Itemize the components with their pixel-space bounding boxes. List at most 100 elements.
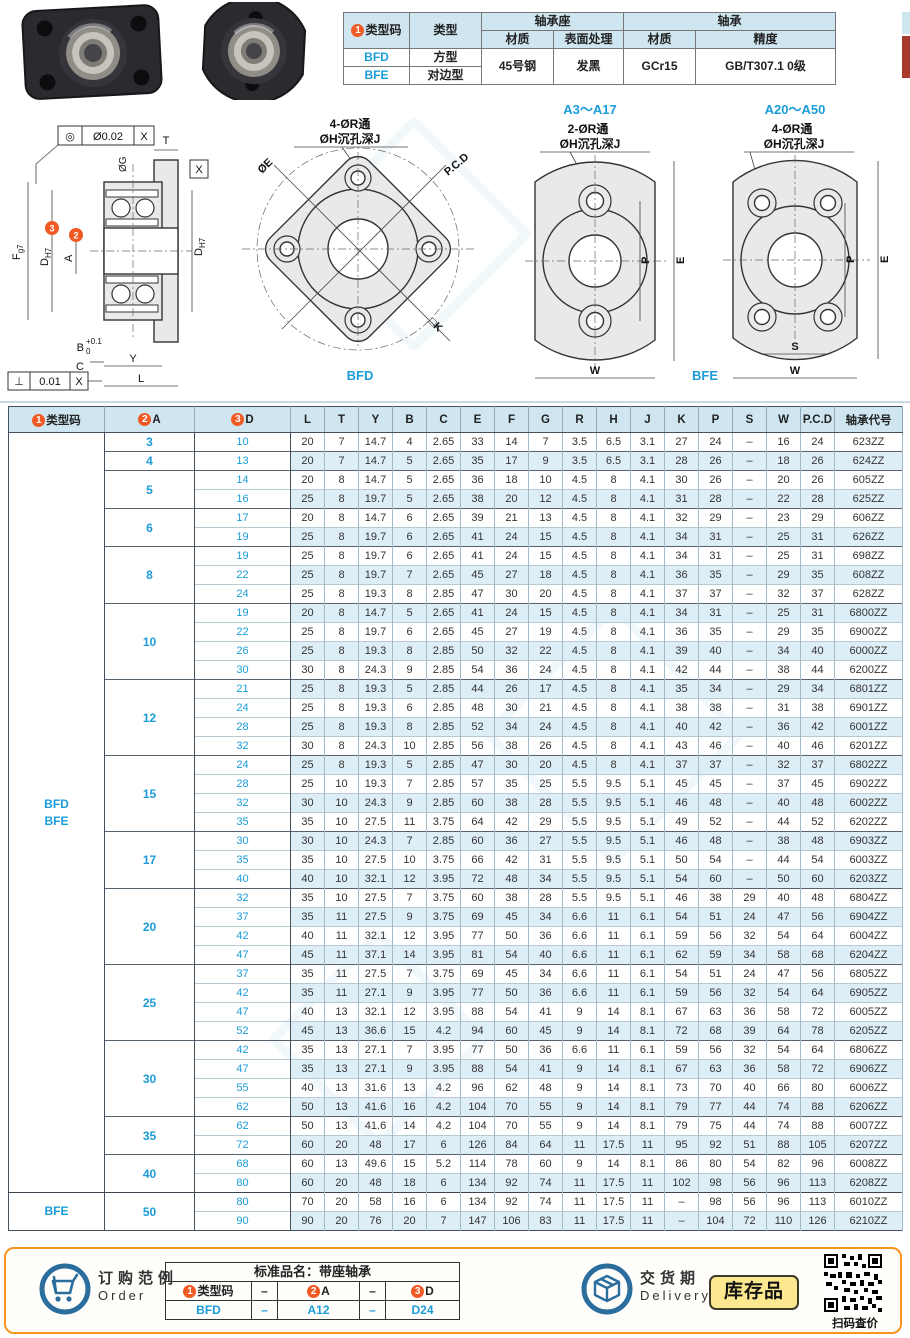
- table-cell: 25: [290, 527, 325, 547]
- table-cell: 6900ZZ: [834, 622, 903, 642]
- table-cell: 14: [494, 432, 529, 452]
- table-cell: 76: [358, 1211, 393, 1231]
- table-cell: 147: [460, 1211, 495, 1231]
- column-header: Y: [358, 406, 393, 433]
- table-cell: 17: [392, 1135, 427, 1155]
- table-cell: 42: [494, 850, 529, 870]
- table-cell: 25: [290, 489, 325, 509]
- table-cell: 86: [664, 1154, 699, 1174]
- table-cell: 4.1: [630, 641, 665, 661]
- table-cell: 54: [766, 1040, 801, 1060]
- table-cell: 16: [392, 1192, 427, 1212]
- table-cell: 41: [528, 1059, 563, 1079]
- table-cell: 60: [460, 831, 495, 851]
- table-cell: –: [732, 869, 767, 889]
- table-cell: 6007ZZ: [834, 1116, 903, 1136]
- table-cell: 6: [392, 698, 427, 718]
- svg-text:0: 0: [86, 347, 91, 356]
- table-cell: 113: [800, 1192, 835, 1212]
- table-cell: 4.1: [630, 546, 665, 566]
- table-cell: –: [732, 831, 767, 851]
- table-cell: 623ZZ: [834, 432, 903, 452]
- table-cell: 6204ZZ: [834, 945, 903, 965]
- table-cell: 77: [698, 1097, 733, 1117]
- table-cell: 24.3: [358, 793, 393, 813]
- table-cell: 35: [664, 679, 699, 699]
- a-value-cell: 4: [104, 451, 195, 471]
- qr-caption: 扫码查价: [832, 1318, 878, 1330]
- d-value-cell: 47: [194, 1002, 291, 1022]
- table-cell: 96: [460, 1078, 495, 1098]
- table-cell: 38: [698, 888, 733, 908]
- table-cell: 6: [392, 622, 427, 642]
- table-cell: 72: [800, 1059, 835, 1079]
- table-cell: –: [732, 660, 767, 680]
- column-header: L: [290, 406, 325, 433]
- stock-badge: 库存品: [709, 1275, 799, 1310]
- table-cell: 38: [460, 489, 495, 509]
- table-cell: 20: [324, 1192, 359, 1212]
- table-cell: 45: [698, 774, 733, 794]
- table-cell: 8.1: [630, 1002, 665, 1022]
- table-cell: 35: [290, 812, 325, 832]
- badge-1: 1: [351, 24, 365, 37]
- table-cell: 14.7: [358, 603, 393, 623]
- table-cell: 4.1: [630, 603, 665, 623]
- d-value-cell: 35: [194, 812, 291, 832]
- table-cell: 25: [290, 717, 325, 737]
- table-cell: 68: [800, 945, 835, 965]
- order-value-a: A12: [277, 1300, 360, 1320]
- table-cell: 34: [664, 603, 699, 623]
- table-cell: 2.65: [426, 432, 461, 452]
- table-cell: 32.1: [358, 926, 393, 946]
- table-cell: 64: [800, 1040, 835, 1060]
- table-cell: 4.5: [562, 546, 597, 566]
- table-cell: 42: [664, 660, 699, 680]
- table-cell: 58: [766, 1059, 801, 1079]
- table-cell: 27: [664, 432, 699, 452]
- table-cell: 3.1: [630, 432, 665, 452]
- d-value-cell: 21: [194, 679, 291, 699]
- delivery-title: 交货期 Delivery: [640, 1270, 711, 1303]
- d-value-cell: 47: [194, 945, 291, 965]
- table-cell: 54: [494, 1002, 529, 1022]
- table-cell: –: [732, 755, 767, 775]
- table-cell: 4.1: [630, 660, 665, 680]
- table-cell: –: [732, 641, 767, 661]
- table-cell: 9.5: [596, 831, 631, 851]
- table-cell: 6006ZZ: [834, 1078, 903, 1098]
- table-cell: 52: [460, 717, 495, 737]
- table-cell: 3.75: [426, 812, 461, 832]
- table-cell: 57: [460, 774, 495, 794]
- table-cell: 9.5: [596, 869, 631, 889]
- spec-group-housing: 轴承座: [481, 12, 624, 31]
- table-cell: 8.1: [630, 1116, 665, 1136]
- table-cell: 45: [290, 1021, 325, 1041]
- table-cell: 11: [596, 907, 631, 927]
- table-cell: 126: [460, 1135, 495, 1155]
- spec-sub-header: 表面处理: [553, 30, 624, 49]
- d-value-cell: 42: [194, 1040, 291, 1060]
- table-cell: 4.5: [562, 736, 597, 756]
- qr-code: [824, 1254, 882, 1312]
- table-cell: 46: [664, 888, 699, 908]
- table-cell: 27: [494, 622, 529, 642]
- table-cell: 6207ZZ: [834, 1135, 903, 1155]
- table-cell: 51: [732, 1135, 767, 1155]
- table-cell: 3.95: [426, 1040, 461, 1060]
- section-divider: [0, 401, 910, 403]
- table-cell: 35: [290, 964, 325, 984]
- a-value-cell: 12: [104, 679, 195, 756]
- d-value-cell: 80: [194, 1173, 291, 1193]
- d-value-cell: 24: [194, 698, 291, 718]
- table-cell: 8: [324, 622, 359, 642]
- table-cell: 5.1: [630, 869, 665, 889]
- table-cell: 134: [460, 1173, 495, 1193]
